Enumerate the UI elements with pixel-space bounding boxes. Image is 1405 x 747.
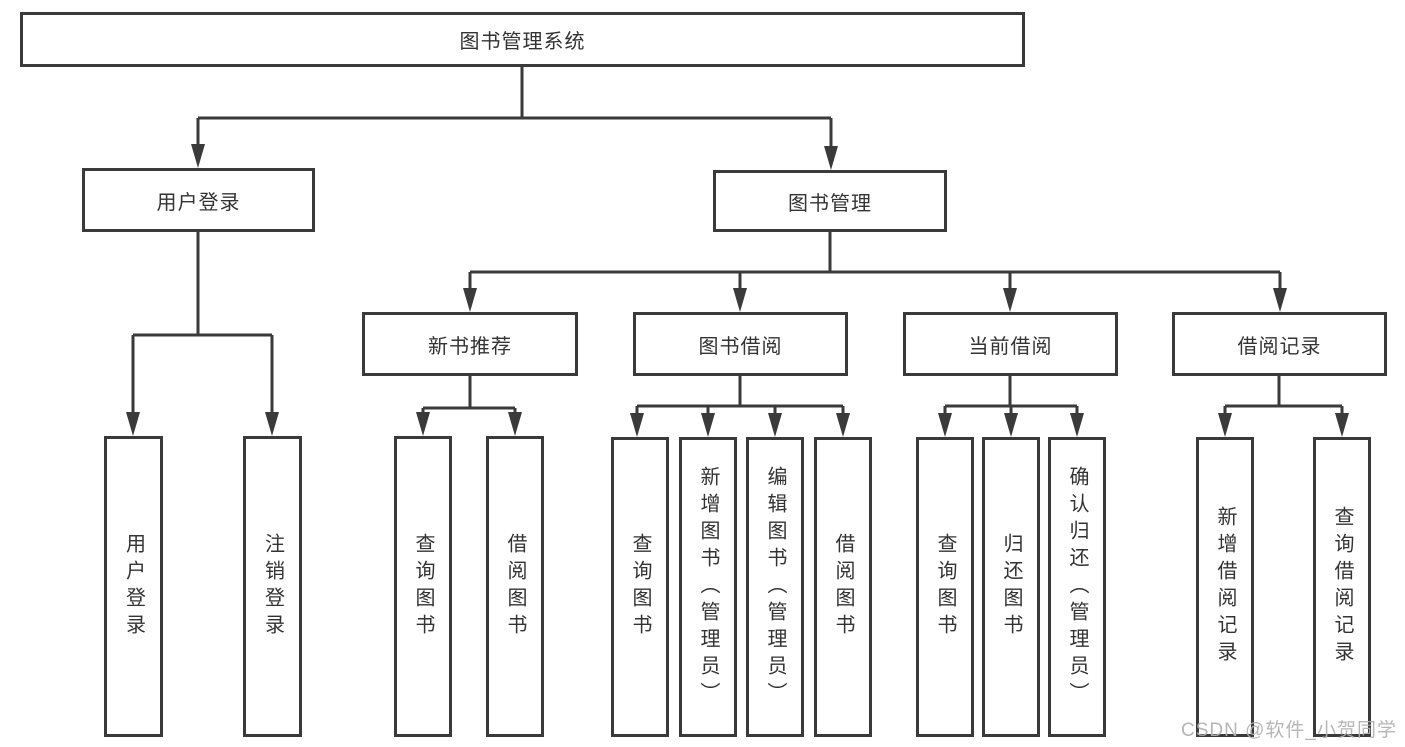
leaf-add-borrow-record: 新增借阅记录: [1196, 437, 1254, 737]
arrowhead: [463, 288, 477, 312]
arrowhead: [1335, 413, 1349, 437]
arrowhead: [126, 412, 140, 436]
arrowhead: [733, 288, 747, 312]
arrowhead: [1004, 413, 1018, 437]
node-user-login: 用户登录: [82, 168, 315, 232]
connector-root-to-level2: [191, 67, 838, 170]
leaf-query-books-current: 查询图书: [916, 437, 974, 737]
arrowhead: [824, 146, 838, 170]
node-root: 图书管理系统: [20, 12, 1025, 67]
node-new-book-recommendation: 新书推荐: [362, 312, 578, 376]
arrowhead: [701, 413, 715, 437]
watermark: CSDN @软件_小贺同学: [1181, 720, 1397, 741]
leaf-edit-books-admin: 编辑图书（管理员）: [746, 437, 804, 737]
arrowhead: [1003, 288, 1017, 312]
connector-current-borrowing-children: [938, 376, 1084, 437]
arrowhead: [938, 413, 952, 437]
node-current-borrowing: 当前借阅: [903, 312, 1118, 376]
arrowhead: [265, 412, 279, 436]
connector-book-management-children: [463, 232, 1287, 312]
leaf-user-login: 用户登录: [104, 436, 163, 737]
arrowhead: [416, 412, 430, 436]
node-book-management: 图书管理: [713, 170, 947, 232]
arrowhead: [836, 413, 850, 437]
leaf-add-books-admin: 新增图书（管理员）: [679, 437, 737, 737]
leaf-query-borrow-record: 查询借阅记录: [1313, 437, 1371, 737]
leaf-confirm-return-admin: 确认归还（管理员）: [1048, 437, 1106, 737]
arrowhead: [1218, 413, 1232, 437]
leaf-borrow-books: 借阅图书: [814, 437, 872, 737]
leaf-borrow-books-recommend: 借阅图书: [486, 436, 544, 737]
connector-new-book-children: [416, 376, 522, 436]
arrowhead: [191, 144, 205, 168]
arrowhead: [1273, 288, 1287, 312]
connector-user-login-children: [126, 232, 279, 436]
arrowhead: [630, 413, 644, 437]
leaf-return-books: 归还图书: [982, 437, 1040, 737]
connector-borrowing-records-children: [1218, 376, 1349, 437]
leaf-query-books-recommend: 查询图书: [394, 436, 452, 737]
arrowhead: [508, 412, 522, 436]
leaf-logout: 注销登录: [243, 436, 302, 737]
leaf-query-books-borrowing: 查询图书: [611, 437, 669, 737]
connector-book-borrowing-children: [630, 376, 850, 437]
node-book-borrowing: 图书借阅: [633, 312, 848, 376]
node-borrowing-records: 借阅记录: [1172, 312, 1387, 376]
arrowhead: [768, 413, 782, 437]
arrowhead: [1070, 413, 1084, 437]
